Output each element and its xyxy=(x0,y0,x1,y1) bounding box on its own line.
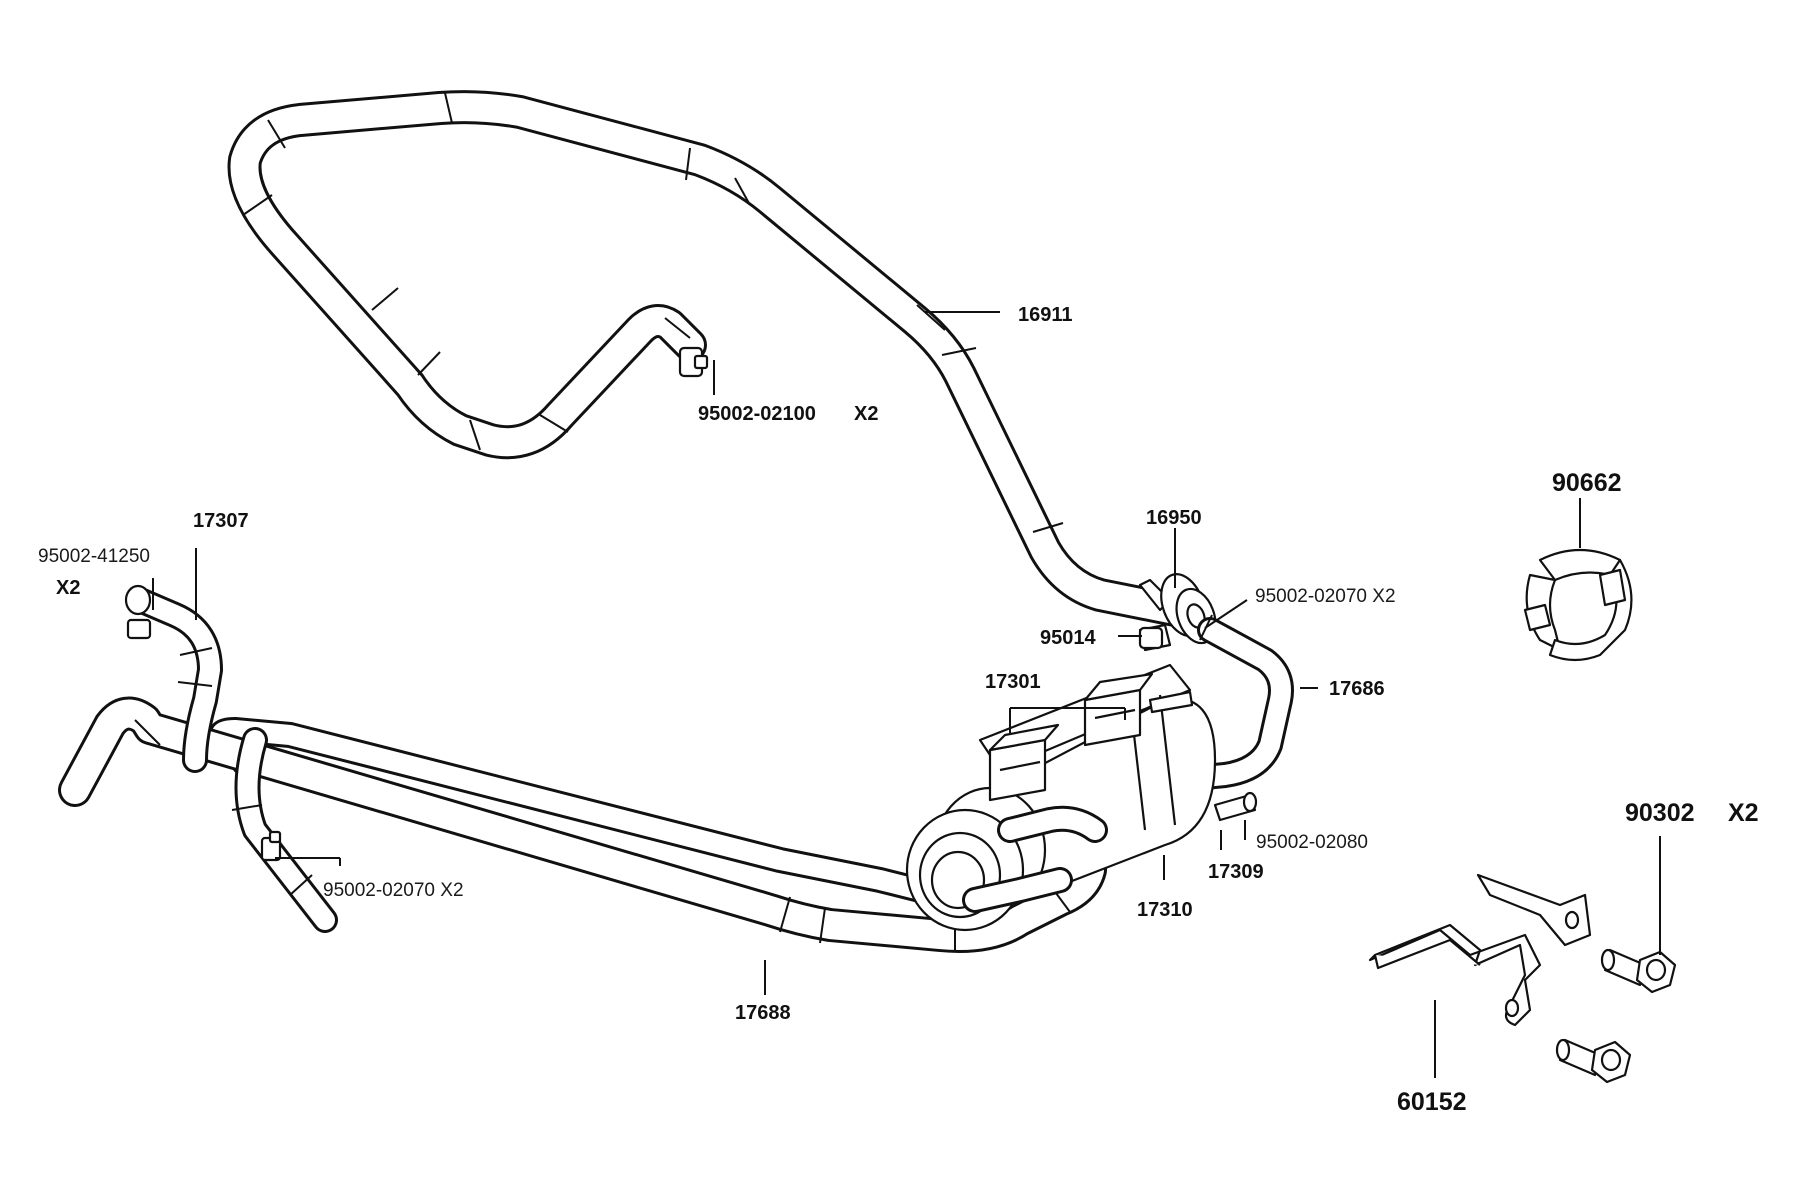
label-17688: 17688 xyxy=(735,1002,791,1024)
label-95002-02100: 95002-02100 xyxy=(698,403,816,425)
label-60152: 60152 xyxy=(1397,1088,1467,1116)
clamp-90662 xyxy=(1523,548,1633,662)
label-95002-02080: 95002-02080 xyxy=(1256,832,1368,853)
part-labels: 16911 95002-02100 X2 17307 95002-41250 X… xyxy=(38,304,1759,1116)
fitting-17309 xyxy=(1213,791,1258,822)
bolt-90302-lower xyxy=(1555,1038,1632,1084)
label-95002-02070-left: 95002-02070 X2 xyxy=(323,880,464,901)
label-95002-41250-qty: X2 xyxy=(56,577,80,599)
label-17307: 17307 xyxy=(193,510,249,532)
label-95014: 95014 xyxy=(1040,627,1096,649)
label-90662: 90662 xyxy=(1552,469,1622,497)
hose-16911 xyxy=(227,90,1192,627)
hose-17307 xyxy=(124,584,223,773)
label-95002-02100-qty: X2 xyxy=(854,403,878,425)
bolt-90302-upper xyxy=(1600,948,1677,994)
hose-17688 xyxy=(58,696,1107,953)
label-90302-qty: X2 xyxy=(1728,799,1759,827)
label-16911: 16911 xyxy=(1018,304,1073,326)
label-17686: 17686 xyxy=(1329,678,1385,700)
label-16950: 16950 xyxy=(1146,507,1202,529)
label-95002-41250: 95002-41250 xyxy=(38,546,150,567)
bracket-60152 xyxy=(1368,873,1592,1027)
clamp-95002-02100 xyxy=(678,346,709,378)
leader-lines xyxy=(152,311,1661,1078)
label-90302: 90302 xyxy=(1625,799,1695,827)
canister-hoses xyxy=(962,805,1108,913)
clamp-95002-41250 xyxy=(126,618,152,640)
label-17309: 17309 xyxy=(1208,861,1264,883)
bracket-17301 xyxy=(988,672,1194,802)
label-17310: 17310 xyxy=(1137,899,1193,921)
hose-lower-left xyxy=(231,727,338,933)
label-17301: 17301 xyxy=(985,671,1041,693)
clamp-95002-02070-left xyxy=(260,830,282,862)
label-95002-02070-top: 95002-02070 X2 xyxy=(1255,586,1396,607)
connector-95014 xyxy=(1138,626,1164,650)
